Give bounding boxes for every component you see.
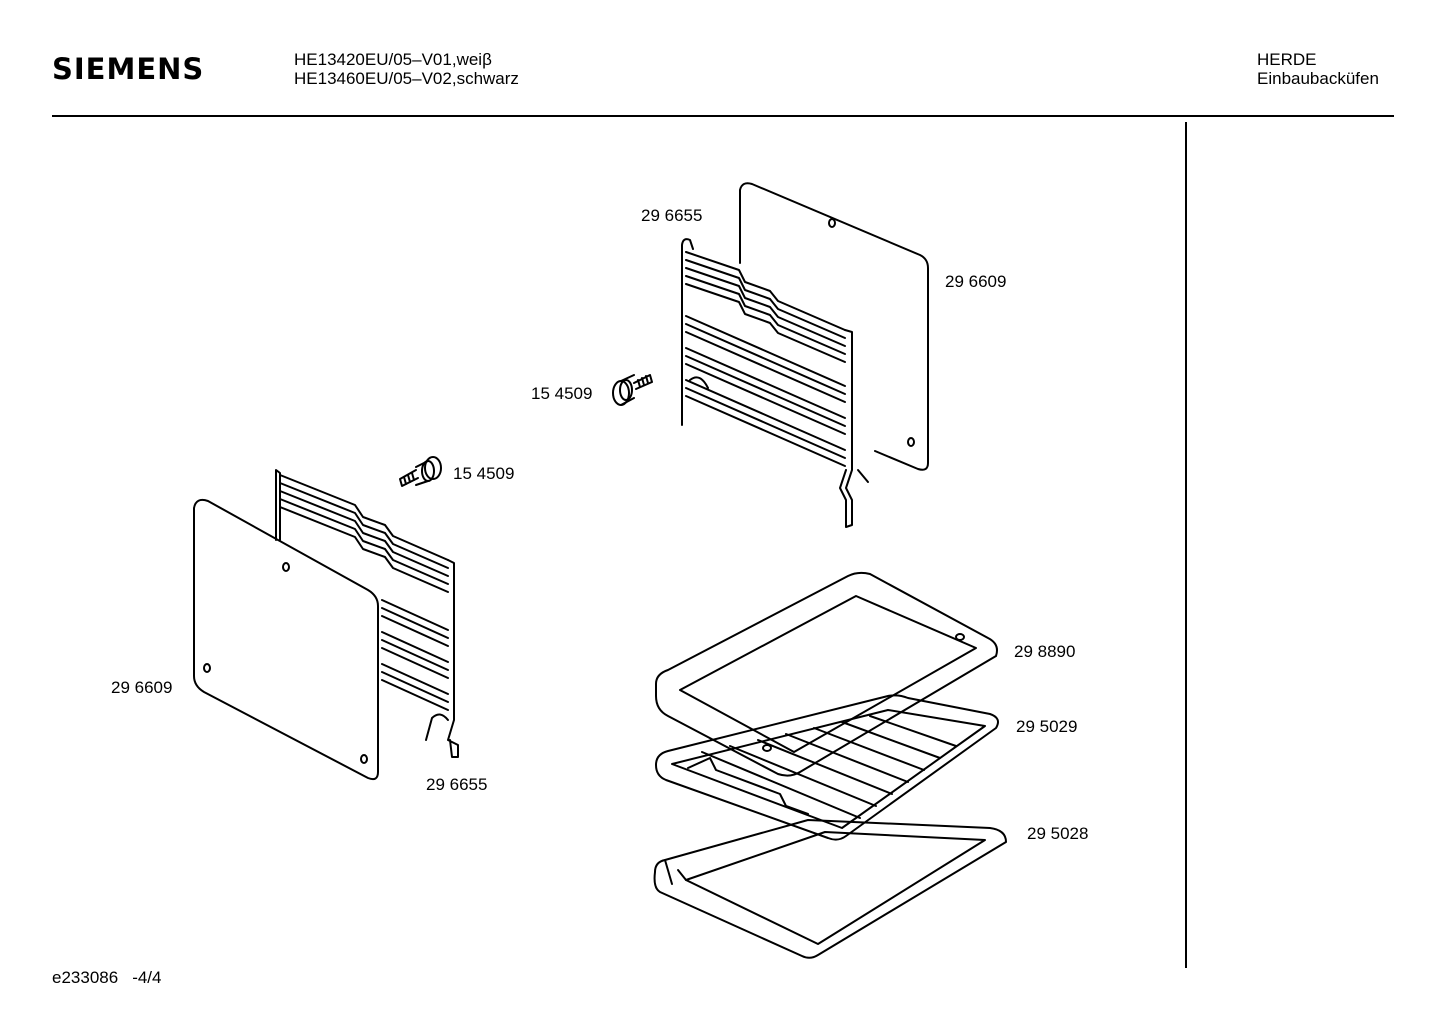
header-divider	[52, 115, 1394, 117]
label-screw-right: 15 4509	[531, 384, 592, 403]
label-deep-tray: 29 5028	[1027, 824, 1088, 843]
screw-right[interactable]	[612, 374, 653, 406]
model-list: HE13420EU/05–V01,weiβ HE13460EU/05–V02,s…	[294, 50, 519, 88]
label-wire-rack: 29 5029	[1016, 717, 1077, 736]
side-divider	[1185, 122, 1187, 968]
side-grid-right[interactable]	[681, 238, 869, 528]
category-line-2: Einbaubacküfen	[1257, 69, 1379, 88]
category-line-1: HERDE	[1257, 50, 1317, 69]
side-panel-right[interactable]	[739, 182, 929, 471]
label-side-panel-left: 29 6609	[111, 678, 172, 697]
label-baking-tray: 29 8890	[1014, 642, 1075, 661]
side-panel-left[interactable]	[193, 498, 379, 781]
brand-logo: SIEMENS	[52, 52, 205, 86]
wire-rack[interactable]	[655, 694, 999, 841]
side-grid-left[interactable]	[275, 469, 459, 758]
label-side-grid-left: 29 6655	[426, 775, 487, 794]
label-screw-left: 15 4509	[453, 464, 514, 483]
baking-tray[interactable]	[655, 571, 998, 777]
label-side-grid-right: 29 6655	[641, 206, 702, 225]
label-side-panel-right: 29 6609	[945, 272, 1006, 291]
model-line-2: HE13460EU/05–V02,schwarz	[294, 69, 519, 88]
deep-tray[interactable]	[653, 819, 1007, 959]
page-number: -4/4	[132, 968, 162, 987]
doc-id: e233086	[52, 968, 119, 987]
category-block: HERDE Einbaubacküfen	[1257, 50, 1379, 88]
screw-left[interactable]	[399, 456, 442, 487]
footer: e233086 -4/4	[52, 968, 175, 988]
model-line-1: HE13420EU/05–V01,weiβ	[294, 50, 492, 69]
